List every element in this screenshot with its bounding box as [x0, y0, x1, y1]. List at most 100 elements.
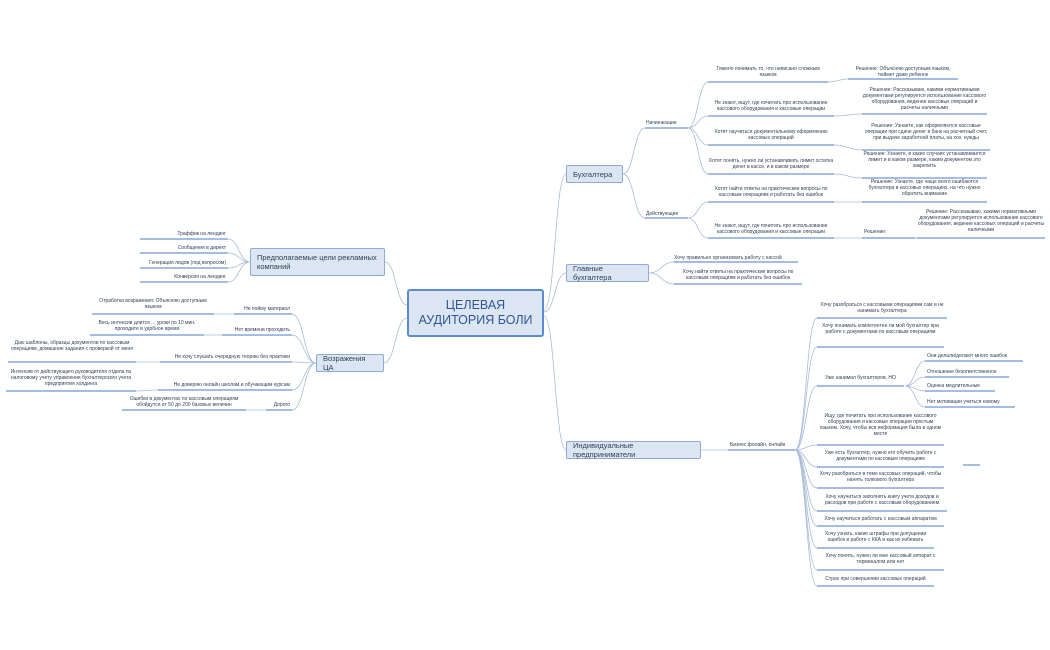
link-objection [291, 313, 317, 364]
central-topic-label: ЦЕЛЕВАЯ АУДИТОРИЯ БОЛИ [418, 298, 533, 327]
link-beginner-item [687, 127, 709, 175]
link-chief-item [648, 261, 675, 274]
central-topic[interactable]: ЦЕЛЕВАЯ АУДИТОРИЯ БОЛИ [407, 289, 544, 337]
link-entrepreneur-item [794, 317, 818, 451]
link-entrepreneur-item [794, 449, 818, 571]
entrepreneur-need[interactable]: Хочу научиться работать с кассовым аппар… [824, 516, 937, 522]
beginner-pain-point[interactable]: Тяжело понимать то, что написано сложным… [716, 66, 820, 78]
beginner-solution[interactable]: Решение: Узнаете, как оформляются кассов… [864, 123, 988, 141]
link-objection [291, 362, 317, 411]
link-beginner-item [687, 81, 709, 129]
beginner-pain-point[interactable]: Хотят понять, нужно ли устанавливать лим… [708, 158, 834, 170]
beginners-label[interactable]: Начинающие [646, 120, 677, 126]
link-entrepreneur-item [794, 449, 818, 549]
ad-goal[interactable]: Траффик на лендинг [177, 231, 226, 237]
beginner-pain-point[interactable]: Хотят научиться документальному оформлен… [714, 129, 828, 141]
link-hired-problem [904, 376, 926, 387]
link-hired-problem [904, 385, 926, 408]
branch-ad-goals-label: Предполагаемые цели рекламных компаний [257, 253, 377, 271]
beginner-solution[interactable]: Решение: Узнаете, в каких случаях устана… [863, 151, 986, 169]
link-entrepreneur-item [794, 449, 818, 527]
ad-goal[interactable]: Конверсия на лендинг [174, 274, 226, 280]
link-beginner-solution [833, 173, 863, 179]
ad-goal[interactable]: Сообщения в директ [177, 245, 226, 251]
link-goal [227, 252, 251, 263]
link-hired-problem [904, 385, 926, 392]
objection[interactable]: Не доверяю онлайн школам и обучающим кур… [173, 382, 290, 388]
link-entrepreneur-item [794, 346, 818, 451]
entrepreneur-need[interactable]: Уже нанимал бухгалтеров, НО [825, 375, 896, 381]
objection-answer[interactable]: Ошибки в документах по кассовым операция… [129, 396, 239, 408]
entrepreneur-need[interactable]: Хочу разобраться с кассовыми операциями … [820, 302, 944, 314]
beginner-solution[interactable]: Решение: Рассказываю, какими нормативным… [862, 87, 987, 111]
branch-ad-goals[interactable]: Предполагаемые цели рекламных компаний [250, 248, 385, 276]
objection-answer[interactable]: Весь интенсив длится ... уроки по 10 мин… [98, 320, 196, 332]
objection[interactable]: Не хочу слушать очередную теорию без пра… [174, 354, 290, 360]
link-beginner-item [687, 115, 709, 129]
link-beginner-item [687, 127, 709, 146]
chief-need[interactable]: Хочу найти ответы на практические вопрос… [682, 269, 794, 281]
branch-chief-accountants[interactable]: Главные бухгалтера [566, 264, 649, 282]
objection[interactable]: Не пойму материал [244, 306, 290, 312]
objection-answer[interactable]: Интенсив от действующего руководителя от… [10, 369, 132, 387]
branch-accountants-label: Бухгалтера [573, 169, 613, 179]
entrepreneur-need[interactable]: Хочу понимать компетентен ли мой бухгалт… [822, 323, 939, 335]
link-entrepreneur-item [794, 449, 818, 587]
link-objection [291, 362, 317, 391]
active-pain-point[interactable]: Не знают, ищут, где почитать про использ… [714, 223, 828, 235]
link-entrepreneur-item [794, 385, 818, 451]
entrepreneur-need[interactable]: Хочу разобраться в теме кассовых операци… [819, 471, 942, 483]
link-accountants-beginners [622, 127, 646, 175]
link-accountants-active [622, 173, 646, 219]
link-central-goals [384, 261, 408, 306]
active-solution[interactable]: Решение: Рассказываю, какими нормативным… [917, 209, 1045, 233]
link-goal [227, 261, 251, 283]
link-active-item [687, 217, 709, 239]
hired-accountant-problem[interactable]: Они делали/делают много ошибок [927, 353, 1007, 359]
hired-accountant-problem[interactable]: Отношение безответственное [927, 369, 997, 375]
link-goal [227, 261, 251, 269]
entrepreneur-need[interactable]: Хочу понять, нужен ли мне кассовый аппар… [825, 553, 936, 565]
branch-entrepreneurs[interactable]: Индивидуальные предприниматели [566, 441, 701, 459]
branch-objections-label: Возражения ЦА [323, 354, 366, 372]
branch-accountants[interactable]: Бухгалтера [566, 165, 623, 183]
branch-objections[interactable]: Возражения ЦА [316, 354, 384, 372]
objection-answer[interactable]: Отработка возражения: Объясняю доступным… [99, 298, 207, 310]
link-goal [227, 238, 251, 263]
active-label[interactable]: Действующие [646, 211, 679, 217]
link-entrepreneur-item [794, 449, 818, 489]
active-pain-point[interactable]: Хотят найти ответы на практические вопро… [714, 186, 828, 198]
ad-goal[interactable]: Генерация лидов (под вопросом) [149, 260, 226, 266]
link-objection-answer [135, 389, 159, 392]
link-active-item [687, 201, 709, 219]
link-entrepreneur-item [794, 449, 818, 512]
objection[interactable]: Дорого [273, 402, 290, 408]
hired-accountant-problem[interactable]: Нет мотивации учиться новому [927, 399, 1000, 405]
link-central-objections [383, 317, 408, 364]
link-beginner-solution [833, 144, 863, 151]
active-solution[interactable]: Решение: Узнаете, где чаще всего ошибают… [868, 179, 981, 197]
beginner-pain-point[interactable]: Не знают, ищут, где почитать про использ… [714, 100, 828, 112]
objection-answer[interactable]: Даю шаблоны, образцы документов по кассо… [10, 340, 134, 352]
entrepreneur-need[interactable]: Хочу научиться заполнять книгу учета дох… [824, 494, 940, 506]
entrepreneur-need[interactable]: Ищу, где почитать про использование касс… [819, 413, 942, 437]
link-central-accountants [543, 173, 567, 311]
solution-label[interactable]: Решение: [864, 229, 887, 235]
hired-accountant-problem[interactable]: Оценка медлительные [927, 383, 980, 389]
chief-need[interactable]: Хочу правильно организовать работу с кас… [674, 255, 782, 261]
beginner-solution[interactable]: Решение: Объясняю доступным языком, пойм… [855, 66, 951, 78]
link-objection [291, 361, 317, 364]
entrepreneurs-segment[interactable]: Бизнес фолайн, онлайн [730, 442, 786, 448]
link-beginner-solution [827, 78, 849, 83]
objection[interactable]: Нет времени проходить [234, 327, 290, 333]
link-central-entrepreneurs [543, 315, 567, 451]
entrepreneur-need[interactable]: Страх при совершении кассовых операций [825, 576, 926, 582]
branch-chief-accountants-label: Главные бухгалтера [573, 264, 612, 282]
entrepreneur-need[interactable]: Хочу узнать, какие штрафы при допущении … [824, 531, 927, 543]
link-objection [291, 334, 317, 364]
branch-entrepreneurs-label: Индивидуальные предприниматели [573, 441, 636, 459]
entrepreneur-need[interactable]: Уже есть бухгалтер, нужно его обучить ра… [824, 450, 937, 462]
link-entrepreneur-item [794, 449, 818, 468]
link-beginner-solution [833, 113, 863, 117]
